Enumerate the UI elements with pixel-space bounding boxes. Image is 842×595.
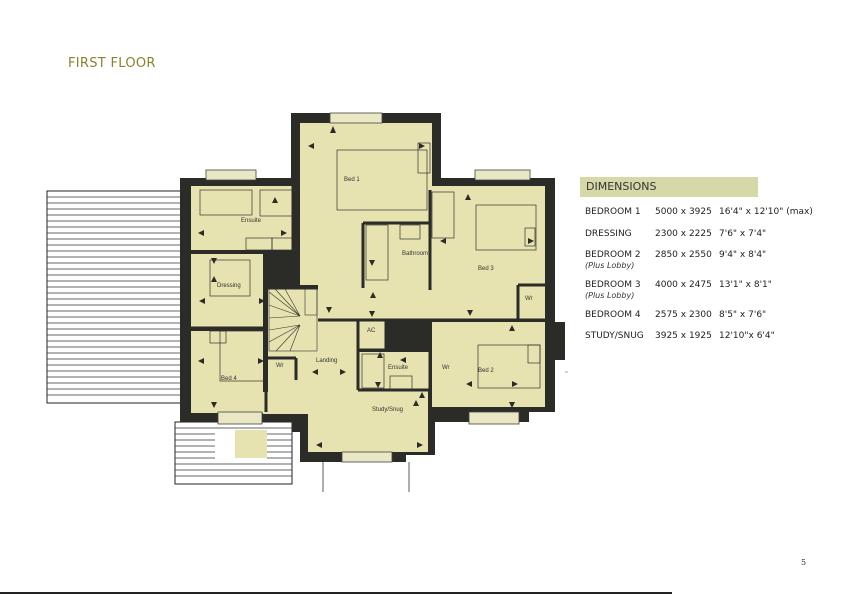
windows [205, 112, 531, 463]
dim-imperial: 8'5" x 7'6" [719, 310, 767, 320]
internal-walls [191, 178, 545, 412]
dim-room: BEDROOM 2 [585, 250, 641, 260]
dim-row-bedroom4: BEDROOM 4 2575 x 2300 8'5" x 7'6" [585, 309, 825, 321]
label-wr3: Wr [525, 296, 533, 302]
dimensions-table: BEDROOM 1 5000 x 3925 16'4" x 12'10" (ma… [585, 206, 825, 342]
dim-room: BEDROOM 3 [585, 280, 641, 290]
dim-row-bedroom2: BEDROOM 2 2850 x 2550 9'4" x 8'4" [585, 249, 825, 261]
dim-note: (Plus Lobby) [585, 261, 635, 270]
dim-metric: 2300 x 2225 [655, 229, 712, 239]
dim-note: (Plus Lobby) [585, 291, 635, 300]
label-ensuite1: Ensuite [241, 218, 262, 224]
label-study: Study/Snug [372, 407, 403, 413]
dimensions-header: DIMENSIONS [580, 177, 758, 197]
dim-metric: 5000 x 3925 [655, 207, 712, 217]
label-bed2: Bed 2 [478, 368, 494, 374]
dim-room: BEDROOM 1 [585, 207, 641, 217]
label-ac: AC [367, 328, 376, 334]
roof-hatch-left [46, 190, 183, 404]
label-bed3: Bed 3 [478, 266, 494, 272]
dim-imperial: 12'10"x 6'4" [719, 331, 775, 341]
label-wr2: Wr [442, 365, 450, 371]
dim-room: BEDROOM 4 [585, 310, 641, 320]
dim-row-bedroom3: BEDROOM 3 4000 x 2475 13'1" x 8'1" [585, 279, 825, 291]
dim-metric: 2575 x 2300 [655, 310, 712, 320]
label-bathroom: Bathroom [402, 251, 428, 257]
roof-hatch-bottom [174, 421, 293, 485]
dim-imperial: 16'4" x 12'10" (max) [719, 207, 813, 217]
dim-row-bedroom1: BEDROOM 1 5000 x 3925 16'4" x 12'10" (ma… [585, 206, 825, 218]
dim-row-study: STUDY/SNUG 3925 x 1925 12'10"x 6'4" [585, 330, 825, 342]
fixtures [199, 142, 541, 391]
dim-room: STUDY/SNUG [585, 331, 644, 341]
dim-metric: 4000 x 2475 [655, 280, 712, 290]
dim-room: DRESSING [585, 229, 632, 239]
dim-imperial: 7'6" x 7'4" [719, 229, 767, 239]
bottom-rule [0, 592, 672, 594]
page-number: 5 [801, 558, 807, 567]
staircase [268, 288, 318, 352]
page-title: FIRST FLOOR [68, 56, 156, 71]
dim-imperial: 13'1" x 8'1" [719, 280, 772, 290]
label-dressing: Dressing [217, 283, 241, 289]
dim-metric: 3925 x 1925 [655, 331, 712, 341]
orientation-arrows [198, 126, 534, 448]
label-landing: Landing [316, 358, 337, 364]
label-ensuite2: Ensuite [388, 365, 409, 371]
room-labels: Bed 1 Ensuite Dressing Bathroom Bed 3 Wr… [217, 177, 533, 413]
label-bed4: Bed 4 [221, 376, 237, 382]
label-bed1: Bed 1 [344, 177, 360, 183]
dim-row-dressing: DRESSING 2300 x 2225 7'6" x 7'4" [585, 228, 825, 240]
dim-metric: 2850 x 2550 [655, 250, 712, 260]
label-wr4: Wr [276, 363, 284, 369]
dim-imperial: 9'4" x 8'4" [719, 250, 767, 260]
elevation-lines [322, 371, 568, 492]
